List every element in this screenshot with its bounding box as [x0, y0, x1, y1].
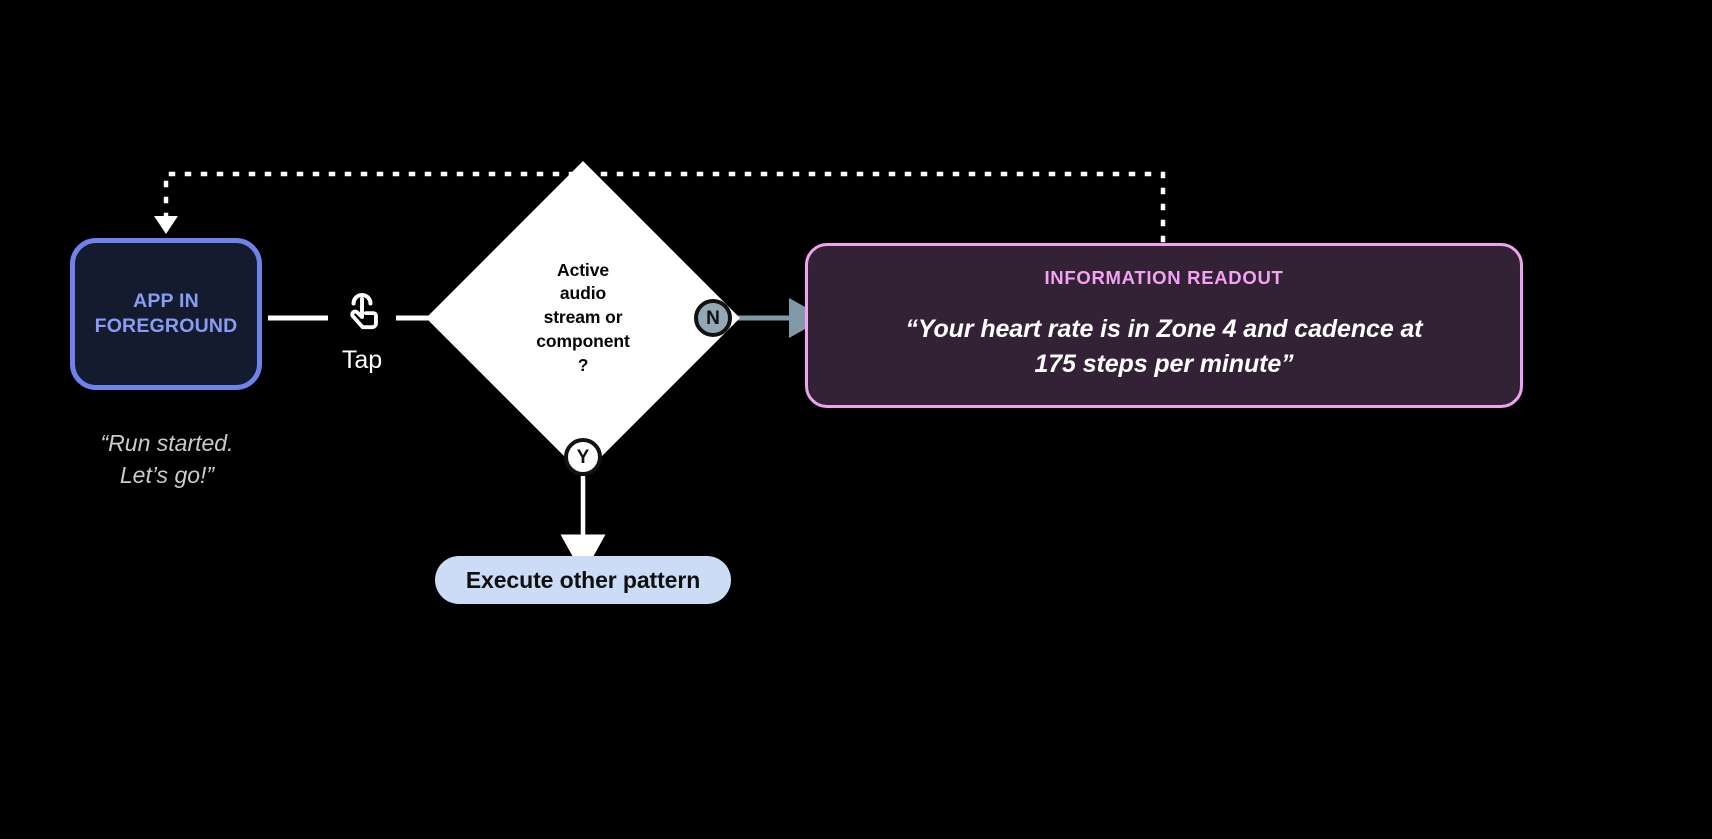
node-execute-other-pattern[interactable]: Execute other pattern — [435, 556, 731, 604]
node-decision-audio-stream[interactable]: Active audio stream or component ? — [426, 161, 740, 475]
gesture-tap: Tap — [330, 286, 394, 373]
tap-gesture-icon — [350, 293, 378, 330]
node-app-in-foreground[interactable]: APP IN FOREGROUND — [70, 238, 262, 390]
node-app-in-foreground-label: APP IN FOREGROUND — [94, 290, 238, 337]
node-information-readout[interactable]: INFORMATION READOUT “Your heart rate is … — [805, 243, 1523, 408]
branch-badge-yes: Y — [564, 438, 602, 476]
branch-badge-no: N — [694, 299, 732, 337]
feedback-arrowhead-icon — [154, 216, 178, 234]
information-readout-title: INFORMATION READOUT — [1044, 267, 1284, 288]
information-readout-body: “Your heart rate is in Zone 4 and cadenc… — [905, 314, 1423, 379]
gesture-tap-label: Tap — [341, 346, 383, 374]
caption-app-voice-prompt: “Run started. Let’s go!” — [100, 430, 234, 488]
node-decision-label: Active audio stream or component ? — [536, 259, 630, 375]
